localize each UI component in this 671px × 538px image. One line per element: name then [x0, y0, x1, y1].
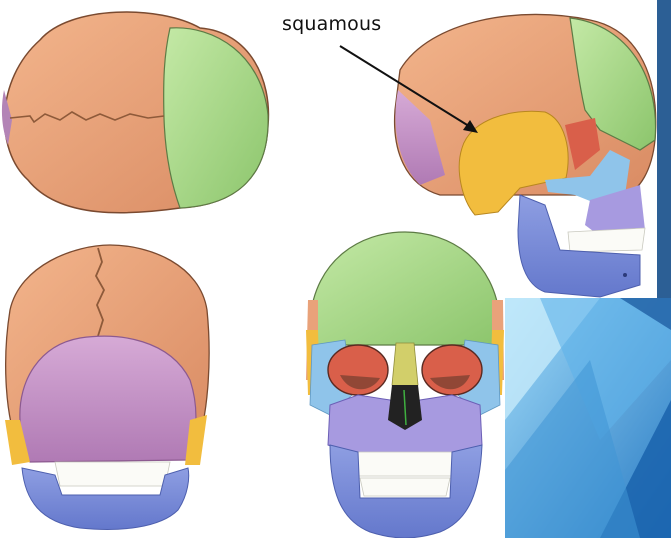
posterior-view: [5, 244, 210, 530]
squamous-arrow: [339, 45, 478, 133]
squamous-label: squamous: [282, 13, 382, 35]
slide-decoration: [505, 0, 671, 538]
anterior-view: [306, 231, 504, 538]
lateral-view: [393, 13, 657, 298]
superior-view: [1, 11, 270, 214]
